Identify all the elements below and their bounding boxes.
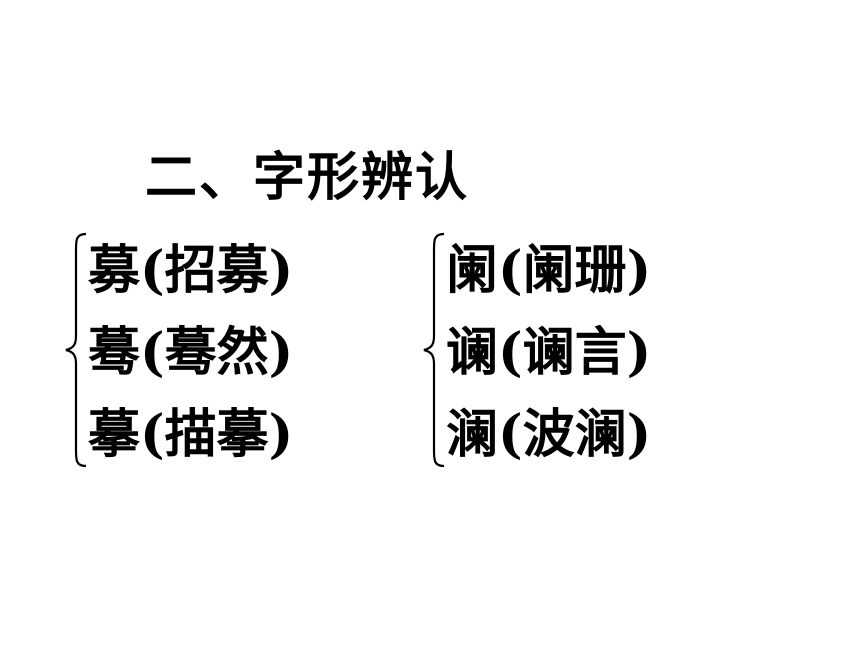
char-item: 募(招募) bbox=[88, 240, 294, 301]
char-item: 阑(阑珊) bbox=[446, 240, 652, 301]
char-item: 澜(波澜) bbox=[446, 404, 652, 465]
section-title: 二、字形辨认 bbox=[145, 147, 470, 208]
left-brace-icon bbox=[65, 232, 87, 468]
char-item: 谰(谰言) bbox=[446, 322, 652, 383]
char-item: 蓦(蓦然) bbox=[88, 322, 294, 383]
right-char-list: 阑(阑珊) 谰(谰言) 澜(波澜) bbox=[446, 230, 651, 476]
right-brace-icon bbox=[423, 232, 445, 468]
char-item: 摹(描摹) bbox=[88, 404, 294, 465]
left-char-list: 募(招募) 蓦(蓦然) 摹(描摹) bbox=[88, 230, 293, 476]
